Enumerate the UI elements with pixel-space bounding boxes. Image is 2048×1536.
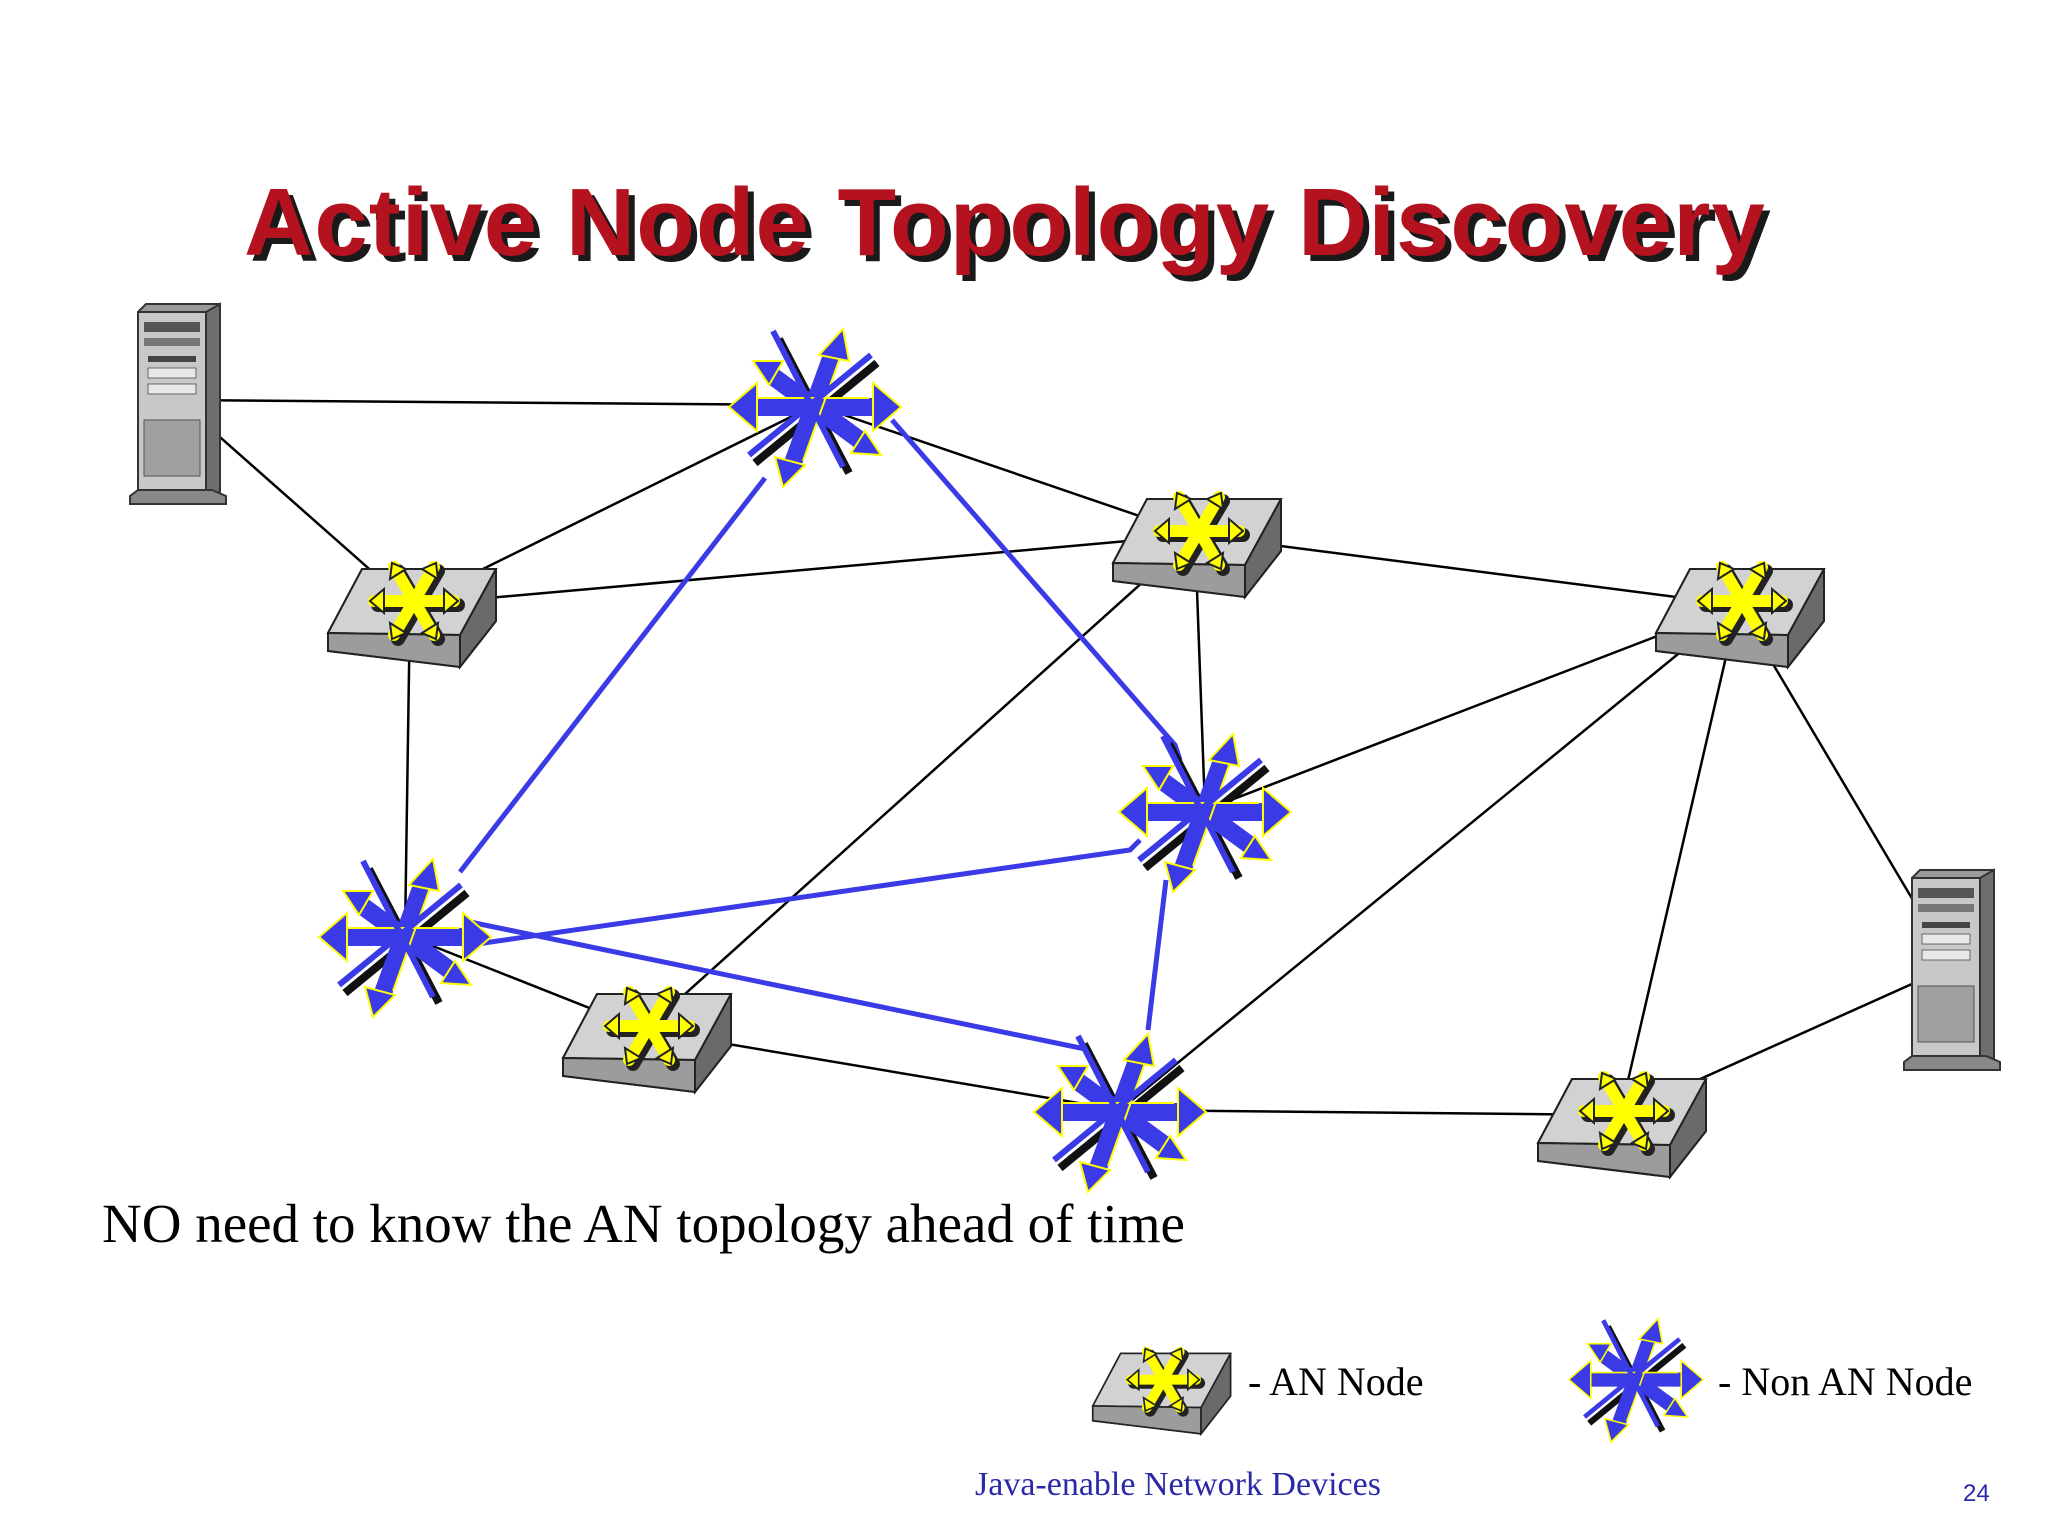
network-link (1618, 604, 1740, 1116)
network-link (1194, 533, 1739, 607)
legend-non-an-node-label: - Non AN Node (1718, 1359, 1973, 1404)
legend-non-an-node-icon (1569, 1319, 1703, 1442)
legend-an-node-icon (1093, 1349, 1231, 1434)
network-link (1204, 603, 1739, 812)
active-link (1145, 879, 1169, 1031)
plain-links (177, 398, 1954, 1117)
network-nodes (129, 303, 2001, 1192)
active-discovery-links (458, 418, 1183, 1053)
page-number: 24 (1963, 1480, 1990, 1507)
active-link (469, 919, 1091, 1053)
server-icon (1903, 869, 2001, 1071)
an-node-icon (1113, 493, 1281, 597)
network-link (644, 534, 1196, 1031)
active-link (890, 418, 1183, 761)
non-an-node-icon (729, 329, 901, 487)
an-node-icon (1538, 1073, 1706, 1177)
network-link (177, 398, 816, 407)
active-link (469, 838, 1142, 948)
network-link (1119, 604, 1739, 1111)
server-icon (129, 303, 227, 505)
footer-text: Java-enable Network Devices (975, 1466, 1381, 1503)
non-an-node-icon (1119, 734, 1291, 892)
an-node-icon (563, 988, 731, 1092)
non-an-node-icon (1034, 1034, 1206, 1192)
legend-an-node-label: - AN Node (1248, 1359, 1424, 1404)
active-link (458, 476, 767, 874)
slide-title: Active Node Topology Discovery (244, 169, 1766, 276)
network-link (409, 533, 1196, 607)
topology-note: NO need to know the AN topology ahead of… (102, 1193, 1185, 1254)
an-node-icon (1656, 563, 1824, 667)
an-node-icon (328, 563, 496, 667)
